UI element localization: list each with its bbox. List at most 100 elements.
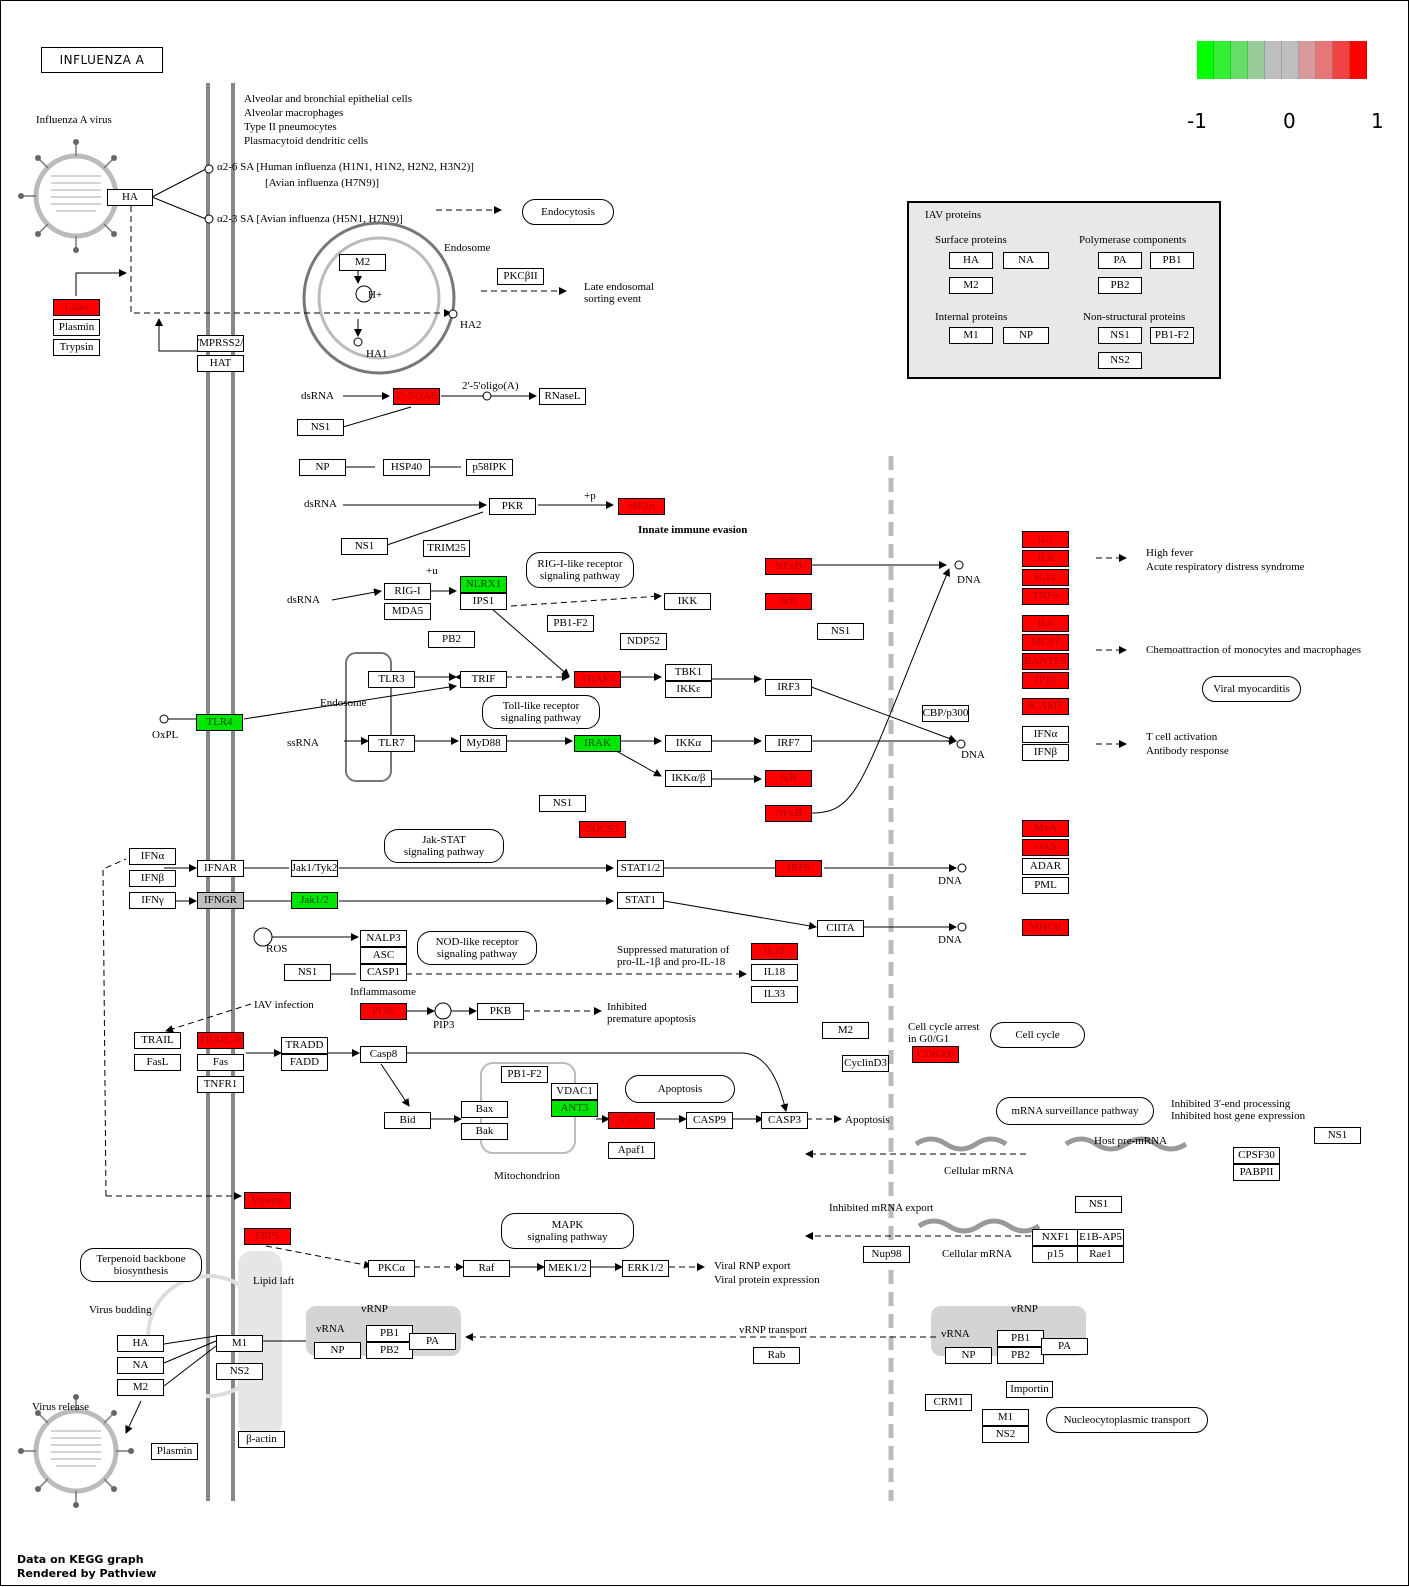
gene-il8[interactable]: IL8 xyxy=(1022,615,1069,632)
gene-adar[interactable]: ADAR xyxy=(1022,858,1069,875)
gene-pb1f2[interactable]: PB1-F2 xyxy=(501,1066,548,1083)
gene-pabpii[interactable]: PABPII xyxy=(1233,1164,1280,1181)
gene-casp9[interactable]: CASP9 xyxy=(686,1112,733,1129)
gene-cbp[interactable]: CBP/p300 xyxy=(922,705,969,722)
gene-stat12[interactable]: STAT1/2 xyxy=(617,860,664,877)
gene-pa[interactable]: PA xyxy=(409,1333,456,1350)
gene-ns1[interactable]: NS1 xyxy=(284,964,331,981)
gene-ha[interactable]: HA xyxy=(117,1335,164,1352)
gene-tnfr1[interactable]: TNFR1 xyxy=(197,1076,244,1093)
gene-irf9[interactable]: IRF9 xyxy=(775,860,822,877)
gene-cdk46[interactable]: CDK4/6 xyxy=(912,1046,959,1063)
gene-stat1[interactable]: STAT1 xyxy=(617,892,664,909)
gene-pkb[interactable]: PKB xyxy=(477,1003,524,1020)
gene-ns2[interactable]: NS2 xyxy=(216,1363,263,1380)
gene-nlrx1[interactable]: NLRX1 xyxy=(460,576,507,593)
gene-crm1[interactable]: CRM1 xyxy=(925,1394,972,1411)
gene-nfkb[interactable]: NFκB xyxy=(765,558,812,575)
gene-ifng[interactable]: IFNγ xyxy=(129,892,176,909)
gene-pb1[interactable]: PB1 xyxy=(997,1330,1044,1347)
gene-ifna[interactable]: IFNα xyxy=(129,848,176,865)
cell-cycle-pathway[interactable]: Cell cycle xyxy=(990,1022,1085,1048)
gene-ifnar[interactable]: IFNAR xyxy=(197,860,244,877)
gene-ns1[interactable]: NS1 xyxy=(297,419,344,436)
gene-m2[interactable]: M2 xyxy=(117,1379,164,1396)
gene-oas[interactable]: OAS xyxy=(1022,839,1069,856)
gene-fas[interactable]: Fas xyxy=(197,1054,244,1071)
gene-pa[interactable]: PA xyxy=(1041,1338,1088,1355)
gene-asc[interactable]: ASC xyxy=(360,947,407,964)
gene-ns1[interactable]: NS1 xyxy=(1075,1196,1122,1213)
gene-pi3k[interactable]: PI3K xyxy=(360,1003,407,1020)
gene-jak12[interactable]: Jak1/2 xyxy=(291,892,338,909)
gene-nalp3[interactable]: NALP3 xyxy=(360,930,407,947)
gene-mxa[interactable]: MxA xyxy=(1022,820,1069,837)
gene-clara[interactable]: Clara xyxy=(53,299,100,316)
apoptosis-pathway[interactable]: Apoptosis xyxy=(625,1075,735,1103)
gene-nxf1[interactable]: NXF1 xyxy=(1032,1229,1079,1246)
nucleocytoplasmic-pathway[interactable]: Nucleocytoplasmic transport xyxy=(1046,1407,1208,1433)
endocytosis-pathway[interactable]: Endocytosis xyxy=(522,199,614,225)
gene-ikk[interactable]: IKK xyxy=(664,593,711,610)
gene-ciita[interactable]: CIITA xyxy=(817,920,864,937)
gene-rantes[interactable]: RANTES xyxy=(1022,653,1069,670)
gene-pkr[interactable]: PKR xyxy=(489,498,536,515)
gene-pkca[interactable]: PKCα xyxy=(368,1260,415,1277)
gene-apaf1[interactable]: Apaf1 xyxy=(608,1142,655,1159)
gene-e1bap5[interactable]: E1B-AP5 xyxy=(1077,1229,1124,1246)
gene-pb2[interactable]: PB2 xyxy=(366,1342,413,1359)
gene-trif[interactable]: TRIF xyxy=(460,671,507,688)
gene-np[interactable]: NP xyxy=(299,459,346,476)
gene-jak1tyk2[interactable]: Jak1/Tyk2 xyxy=(291,860,338,877)
gene-plasmin[interactable]: Plasmin xyxy=(151,1443,198,1460)
gene-mhcii[interactable]: MHCII xyxy=(1022,919,1069,936)
gene-ikb[interactable]: IκB xyxy=(765,770,812,787)
gene-ifna[interactable]: IFNα xyxy=(1022,726,1069,743)
gene-myd88[interactable]: MyD88 xyxy=(460,735,507,752)
gene-tradd[interactable]: TRADD xyxy=(281,1037,328,1054)
gene-raf[interactable]: Raf xyxy=(463,1260,510,1277)
gene-ha[interactable]: HA xyxy=(107,189,153,206)
gene-ifnb[interactable]: IFNβ xyxy=(1022,744,1069,761)
gene-bid[interactable]: Bid xyxy=(384,1112,431,1129)
gene-socs3[interactable]: SOCS3 xyxy=(579,821,626,838)
gene-ikkab[interactable]: IKKα/β xyxy=(665,770,712,787)
gene-trypsin[interactable]: Trypsin xyxy=(53,339,100,356)
gene-m1[interactable]: M1 xyxy=(982,1409,1029,1426)
gene-rigi[interactable]: RIG-I xyxy=(384,583,431,600)
gene-il1b[interactable]: IL1β xyxy=(751,943,798,960)
gene-irak[interactable]: IRAK xyxy=(574,735,621,752)
gene-ns1[interactable]: NS1 xyxy=(817,623,864,640)
gene-rnasel[interactable]: RNaseL xyxy=(539,388,586,405)
gene-bactin[interactable]: β-actin xyxy=(238,1431,285,1448)
gene-na[interactable]: NA xyxy=(117,1357,164,1374)
gene-bak[interactable]: Bak xyxy=(461,1123,508,1140)
gene-hsp40[interactable]: HSP40 xyxy=(383,459,430,476)
gene-ns2[interactable]: NS2 xyxy=(982,1426,1029,1443)
gene-vdac1[interactable]: VDAC1 xyxy=(551,1083,598,1100)
gene-ns1[interactable]: NS1 xyxy=(341,538,388,555)
gene-oas[interactable]: 2'-5'OAS xyxy=(393,388,440,405)
gene-tnfa[interactable]: TNFα xyxy=(1022,588,1069,605)
gene-np[interactable]: NP xyxy=(945,1347,992,1364)
gene-rab[interactable]: Rab xyxy=(753,1347,800,1364)
gene-il12[interactable]: IL12 xyxy=(1022,569,1069,586)
gene-p15[interactable]: p15 xyxy=(1032,1246,1079,1263)
gene-tbk1[interactable]: TBK1 xyxy=(665,664,712,681)
gene-nup98[interactable]: Nup98 xyxy=(863,1246,910,1263)
viral-myocarditis-pathway[interactable]: Viral myocarditis xyxy=(1202,676,1301,702)
gene-nfkb[interactable]: NFκB xyxy=(765,805,812,822)
gene-trail[interactable]: TRAIL xyxy=(134,1032,181,1049)
gene-fasl[interactable]: FasL xyxy=(134,1054,181,1071)
gene-viperin[interactable]: Viperin xyxy=(244,1192,291,1209)
gene-pb1f2[interactable]: PB1-F2 xyxy=(547,615,594,632)
gene-tmprss[interactable]: TMPRSS2/4 xyxy=(197,335,244,352)
gene-fpps[interactable]: FPPS xyxy=(244,1228,291,1245)
gene-trailr[interactable]: TRAIL-R xyxy=(197,1032,244,1049)
gene-rae1[interactable]: Rae1 xyxy=(1077,1246,1124,1263)
gene-eif2a[interactable]: eIF2α xyxy=(618,498,665,515)
gene-pb1[interactable]: PB1 xyxy=(366,1325,413,1342)
